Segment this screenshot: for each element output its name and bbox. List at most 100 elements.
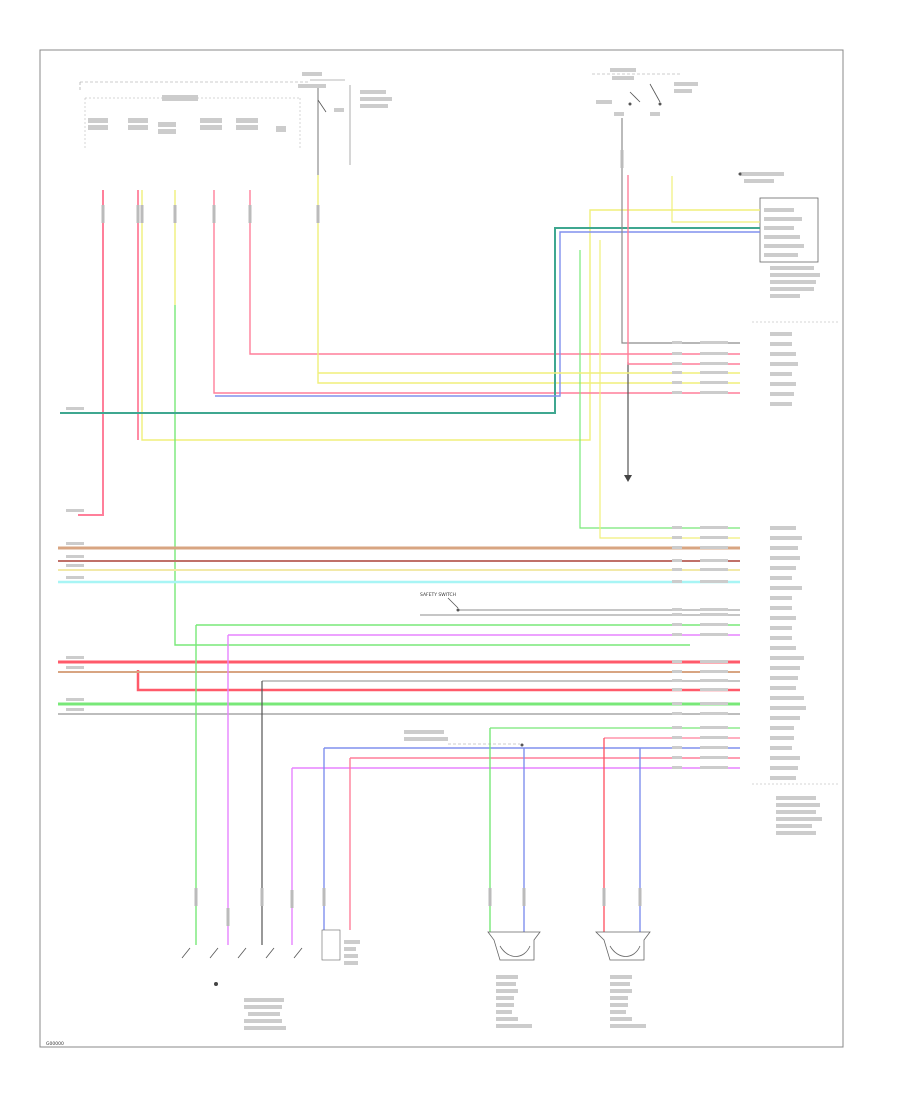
pcm-wire-color-tag	[700, 613, 728, 616]
pcm-wire-color-tag	[700, 660, 728, 663]
pcm-wire-color-tag	[700, 688, 728, 691]
left-wire-tag	[66, 698, 84, 701]
wire-color-tag	[620, 150, 624, 168]
pcm-pin-tag	[672, 688, 682, 691]
pcm-pin-tag	[672, 559, 682, 562]
pcm-pin-tag	[672, 352, 682, 355]
wire-gray-1	[621, 175, 740, 344]
pcm-wire-color-tag	[700, 679, 728, 682]
pcm-wire-color-tag	[700, 623, 728, 626]
pcm-wire-color-tag	[700, 670, 728, 673]
pcm-wire-color-tag	[700, 371, 728, 374]
speed-sensor-junction	[404, 730, 524, 747]
pcm-pin-tag	[672, 381, 682, 384]
wire-color-tag	[488, 888, 492, 906]
pcm-wire-color-tag	[700, 736, 728, 739]
pressure-sensor-connector	[738, 172, 840, 323]
pcm-pin-tag	[672, 726, 682, 729]
wire-color-tag	[212, 205, 216, 223]
wire-pink-4	[249, 190, 740, 355]
ignition-switch	[592, 68, 698, 175]
pcm-pin-tag	[672, 670, 682, 673]
pcm-wire-color-tag	[700, 756, 728, 759]
wire-color-tag	[136, 205, 140, 223]
left-wire-tag	[66, 564, 84, 567]
wire-color-tag	[226, 908, 230, 926]
pcm-wire-color-tag	[700, 746, 728, 749]
fuse-relay-block	[298, 72, 392, 175]
wire-harness	[58, 175, 760, 945]
left-wire-tag	[66, 666, 84, 669]
wire-pink-1	[78, 190, 104, 516]
pcm-pin-tag	[672, 546, 682, 549]
wire-green-1	[174, 305, 690, 646]
pcm-wire-color-tag	[700, 559, 728, 562]
wire-color-tag	[260, 888, 264, 906]
left-wire-tag	[66, 576, 84, 579]
pcm-wire-color-tag	[700, 381, 728, 384]
wire-yellow-1	[141, 190, 760, 441]
electronic-module	[79, 81, 310, 150]
pcm-pin-tag	[672, 341, 682, 344]
pcm-pin-tag	[672, 746, 682, 749]
safety-switch-label: SAFETY SWITCH	[420, 592, 456, 598]
input-speed-sensor	[487, 931, 541, 1028]
pcm-pin-tag	[672, 712, 682, 715]
transmission-range-sensor	[181, 929, 360, 1030]
pcm-wire-color-tag	[700, 766, 728, 769]
pcm-wire-color-tag	[700, 536, 728, 539]
wire-color-tag	[140, 205, 144, 223]
pcm-wire-color-tag	[700, 633, 728, 636]
pcm-pin-tag	[672, 391, 682, 394]
pcm-wire-color-tag	[700, 702, 728, 705]
pcm-wire-color-tag	[700, 526, 728, 529]
wire-yellow-5	[671, 176, 760, 223]
pcm-pin-tag	[672, 568, 682, 571]
pcm-pin-tag	[672, 608, 682, 611]
pcm-pin-tag	[672, 580, 682, 583]
pcm-pin-tag	[672, 633, 682, 636]
pcm-wire-color-tag	[700, 712, 728, 715]
pcm-wire-color-tag	[700, 362, 728, 365]
pcm-pin-tag	[672, 371, 682, 374]
wire-green-2	[579, 250, 740, 529]
wire-color-tag	[248, 205, 252, 223]
wire-red-2	[136, 670, 740, 692]
page-id: G00000	[46, 1041, 64, 1047]
pcm-pin-tag	[672, 362, 682, 365]
wire-blue-1	[215, 231, 760, 397]
pcm-wire-color-tag	[700, 608, 728, 611]
pcm-pin-tag	[672, 679, 682, 682]
wire-yellow-3	[317, 175, 740, 384]
pcm-wire-color-tag	[700, 546, 728, 549]
pcm-wire-color-tag	[700, 580, 728, 583]
wire-color-tag	[194, 888, 198, 906]
pcm-upper-connector	[770, 332, 798, 406]
left-wire-tag	[66, 542, 84, 545]
wire-color-tag	[522, 888, 526, 906]
pcm-wire-color-tag	[700, 568, 728, 571]
wire-color-tag	[290, 890, 294, 908]
left-wire-tag	[66, 555, 84, 558]
left-wire-tag	[66, 407, 84, 410]
output-speed-sensor	[595, 931, 651, 1028]
diagram-border	[39, 49, 844, 1048]
wire-color-tag	[316, 205, 320, 223]
wire-color-tag	[602, 888, 606, 906]
pcm-pin-tag	[672, 766, 682, 769]
pcm-pin-tag	[672, 613, 682, 616]
pcm-pin-tag	[672, 526, 682, 529]
pcm-wire-color-tag	[700, 391, 728, 394]
pcm-pin-tag	[672, 536, 682, 539]
pcm-wire-color-tag	[700, 726, 728, 729]
left-wire-tag	[66, 656, 84, 659]
pcm-wire-color-tag	[700, 352, 728, 355]
wire-color-tag	[101, 205, 105, 223]
pcm-pin-tag	[672, 660, 682, 663]
wire-teal-1	[60, 227, 760, 414]
left-wire-tag	[66, 708, 84, 711]
pcm-pin-tag	[672, 756, 682, 759]
wire-color-tag	[322, 888, 326, 906]
